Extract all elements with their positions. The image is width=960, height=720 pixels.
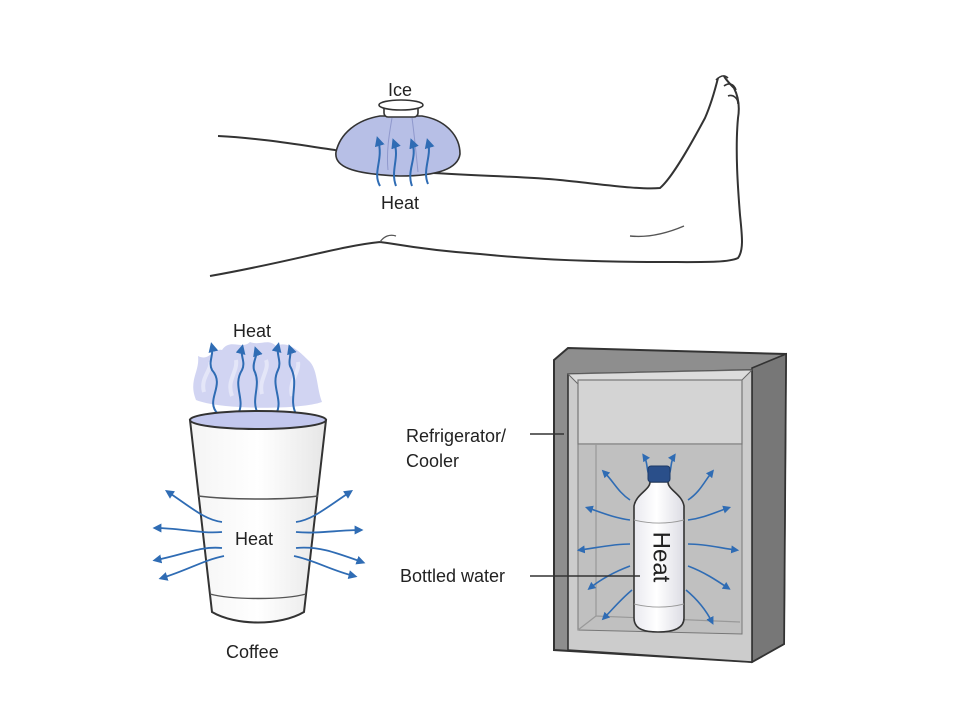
coffee-label: Coffee xyxy=(226,642,279,662)
bottle-heat-arrows xyxy=(576,453,740,625)
coffee-side-heat-arrows xyxy=(152,490,366,581)
coffee-side-heat-label: Heat xyxy=(235,529,274,549)
coffee-cup xyxy=(188,410,328,624)
ice-bag xyxy=(335,99,461,177)
refrigerator-label: Refrigerator/ xyxy=(406,426,507,446)
bottled-water-label: Bottled water xyxy=(400,566,506,586)
coffee-top-heat-label: Heat xyxy=(233,321,272,341)
leg-heat-label: Heat xyxy=(381,193,420,213)
coffee-top-heat-arrows xyxy=(208,342,297,415)
cooler-label: Cooler xyxy=(406,451,460,471)
bottle-heat-label: Heat xyxy=(647,531,675,583)
leader-lines xyxy=(530,433,640,577)
water-bottle xyxy=(633,465,685,633)
leg xyxy=(209,75,743,277)
ice-label: Ice xyxy=(388,80,413,100)
ice-bag-heat-arrows xyxy=(374,136,435,187)
